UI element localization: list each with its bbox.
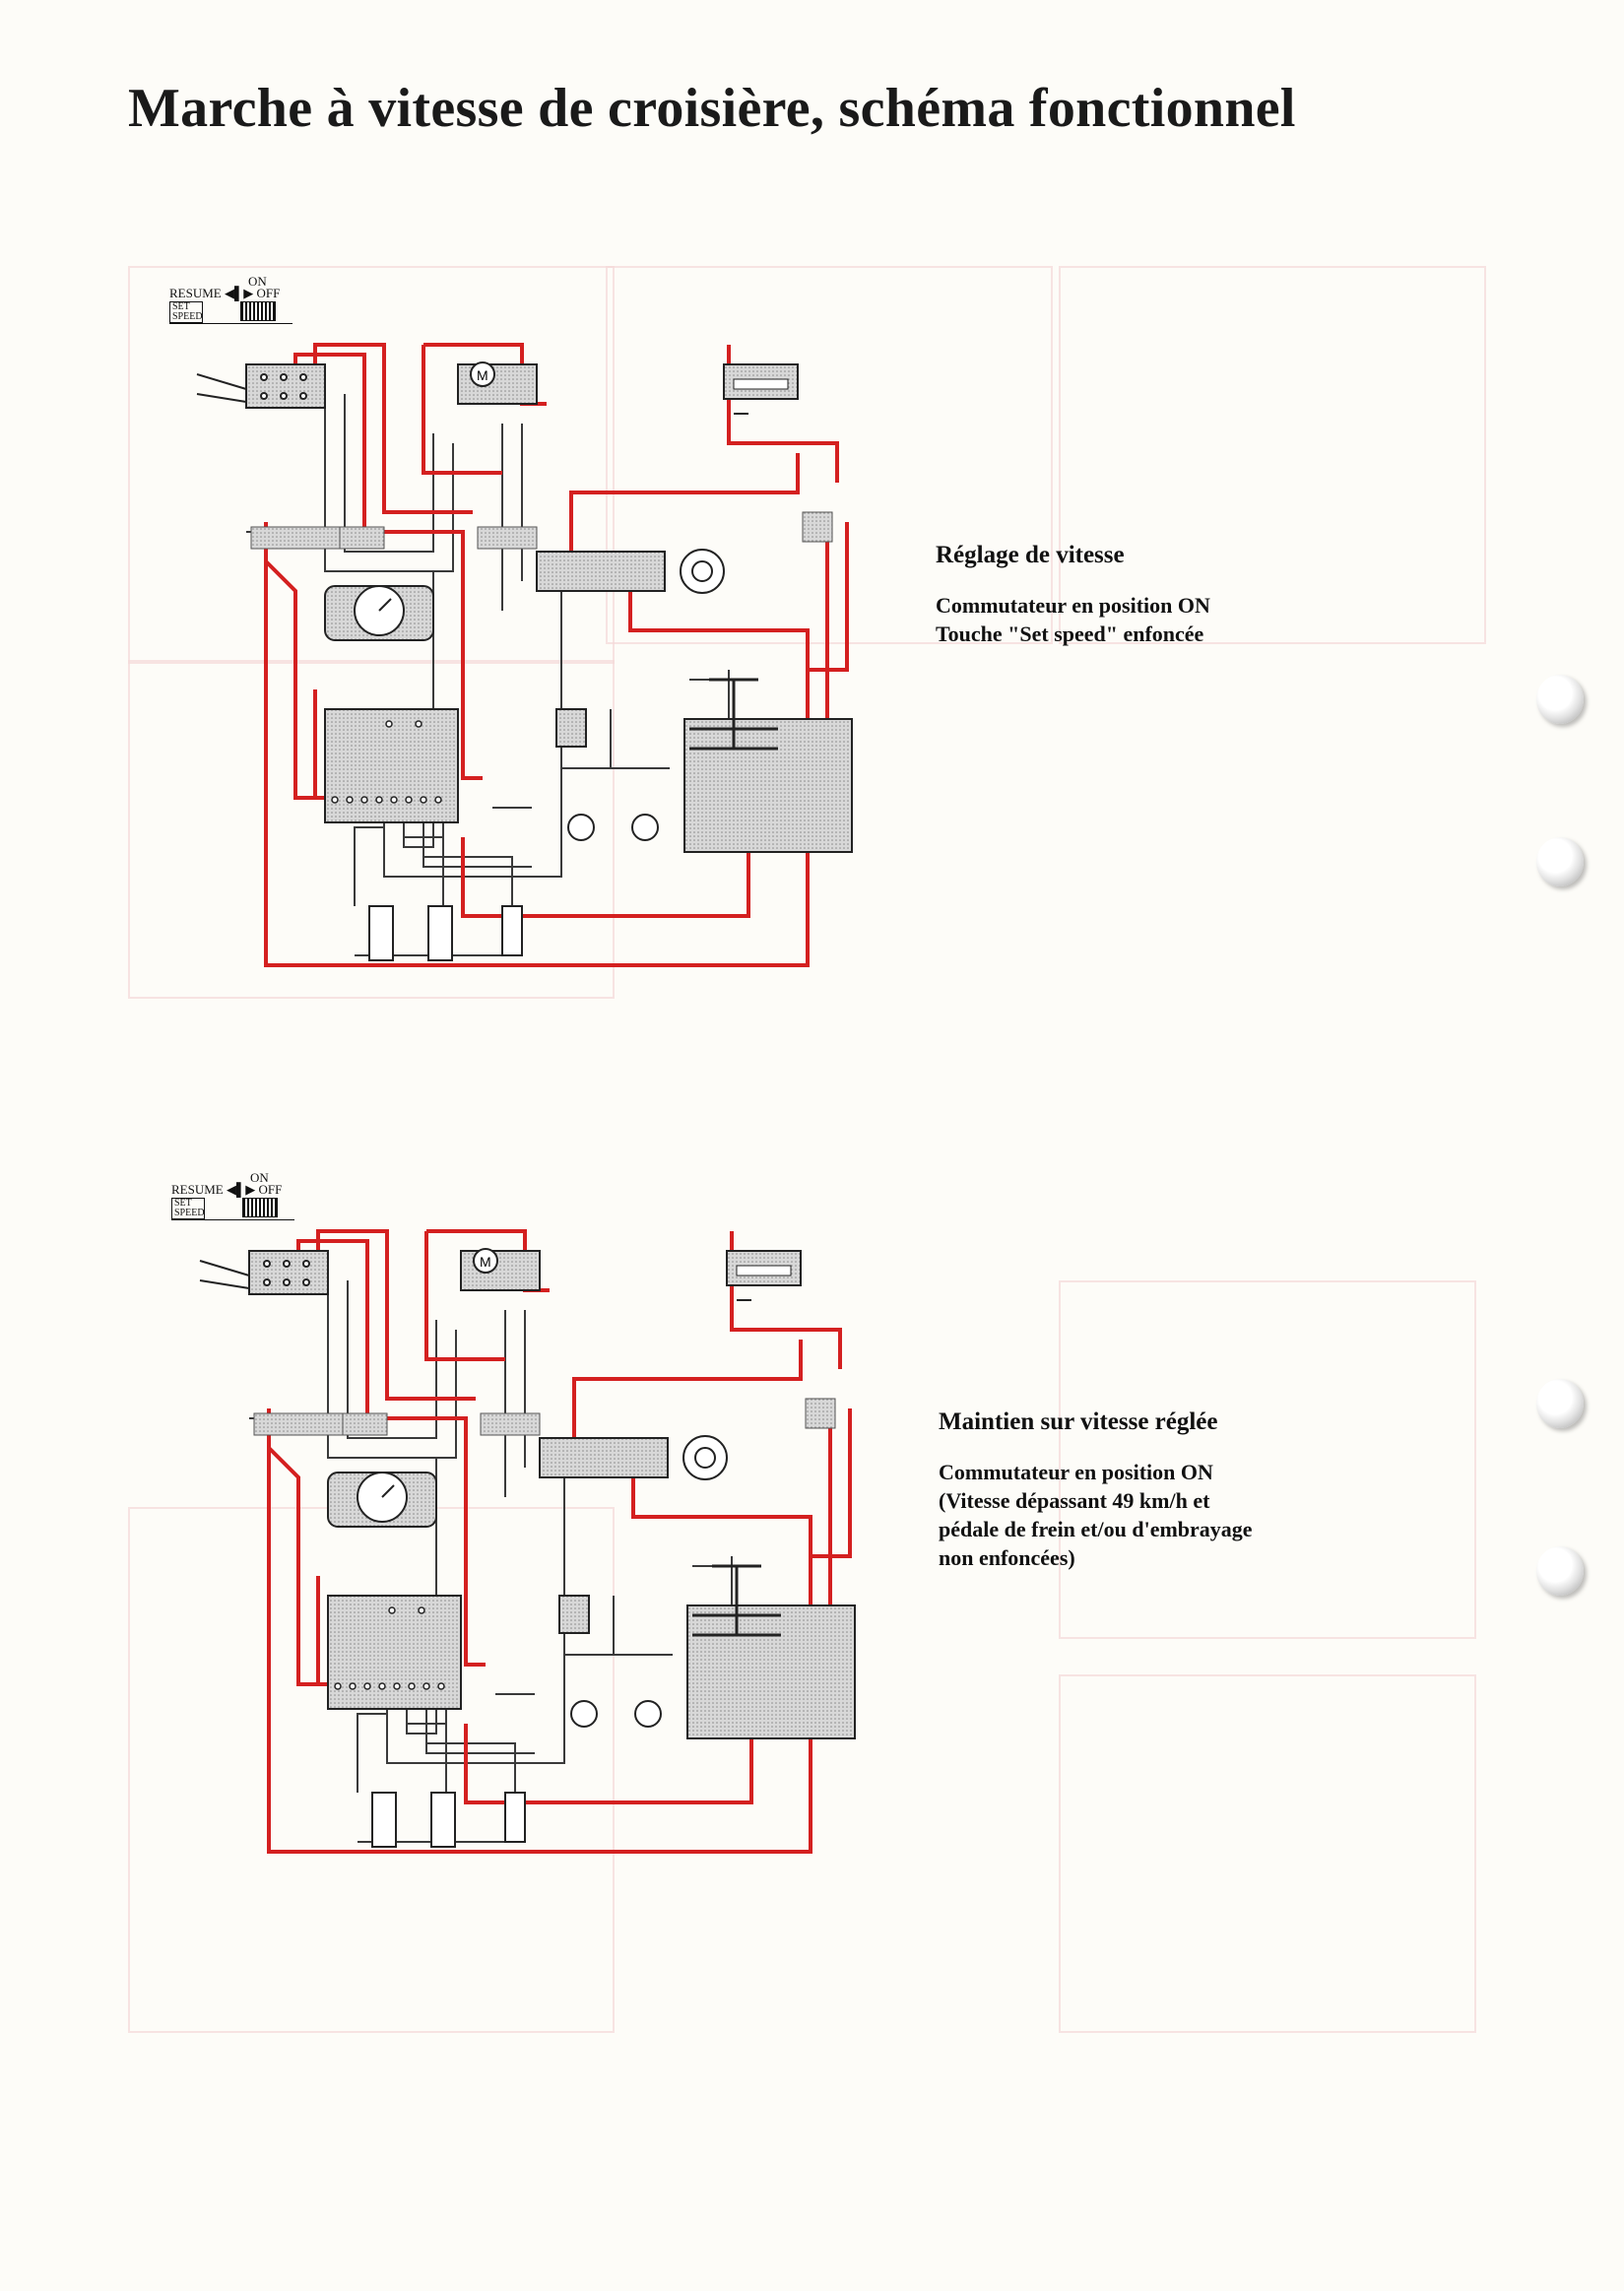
- section-line: Touche "Set speed" enfoncée: [936, 622, 1204, 646]
- binder-hole: [1536, 1379, 1584, 1428]
- ghost-panel: [128, 660, 615, 999]
- switch-on-label: ON: [248, 274, 267, 289]
- ghost-panel: [1059, 1674, 1476, 2033]
- switch-grille-icon: [240, 301, 276, 321]
- section-caption: Réglage de vitesse Commutateur en positi…: [936, 542, 1210, 648]
- switch-arrows-icon: ◀▌▶: [224, 286, 254, 300]
- section-line: (Vitesse dépassant 49 km/h et: [939, 1488, 1210, 1513]
- set-speed-label: SET SPEED: [171, 1198, 205, 1219]
- set-speed-label: SET SPEED: [169, 301, 203, 323]
- section-line: Commutateur en position ON: [936, 593, 1210, 618]
- switch-resume-label: RESUME: [171, 1182, 224, 1197]
- section-title: Réglage de vitesse: [936, 542, 1125, 568]
- switch-resume-label: RESUME: [169, 286, 222, 300]
- section-line: pédale de frein et/ou d'embrayage: [939, 1517, 1253, 1541]
- switch-arrows-icon: ◀▌▶: [226, 1182, 256, 1197]
- section-line: Commutateur en position ON: [939, 1460, 1213, 1484]
- switch-off-label: OFF: [258, 1182, 283, 1197]
- section-title: Maintien sur vitesse réglée: [939, 1408, 1218, 1435]
- switch-grille-icon: [242, 1198, 278, 1217]
- ghost-panel: [128, 266, 615, 664]
- switch-on-label: ON: [250, 1170, 269, 1185]
- binder-hole: [1536, 837, 1584, 886]
- ghost-panel: [1059, 1280, 1476, 1639]
- binder-hole: [1536, 675, 1584, 724]
- switch-off-label: OFF: [256, 286, 281, 300]
- page-title: Marche à vitesse de croisière, schéma fo…: [128, 78, 1296, 139]
- ghost-panel: [1059, 266, 1486, 644]
- section-line: non enfoncées): [939, 1545, 1075, 1570]
- section-caption: Maintien sur vitesse réglée Commutateur …: [939, 1408, 1253, 1572]
- binder-hole: [1536, 1546, 1584, 1596]
